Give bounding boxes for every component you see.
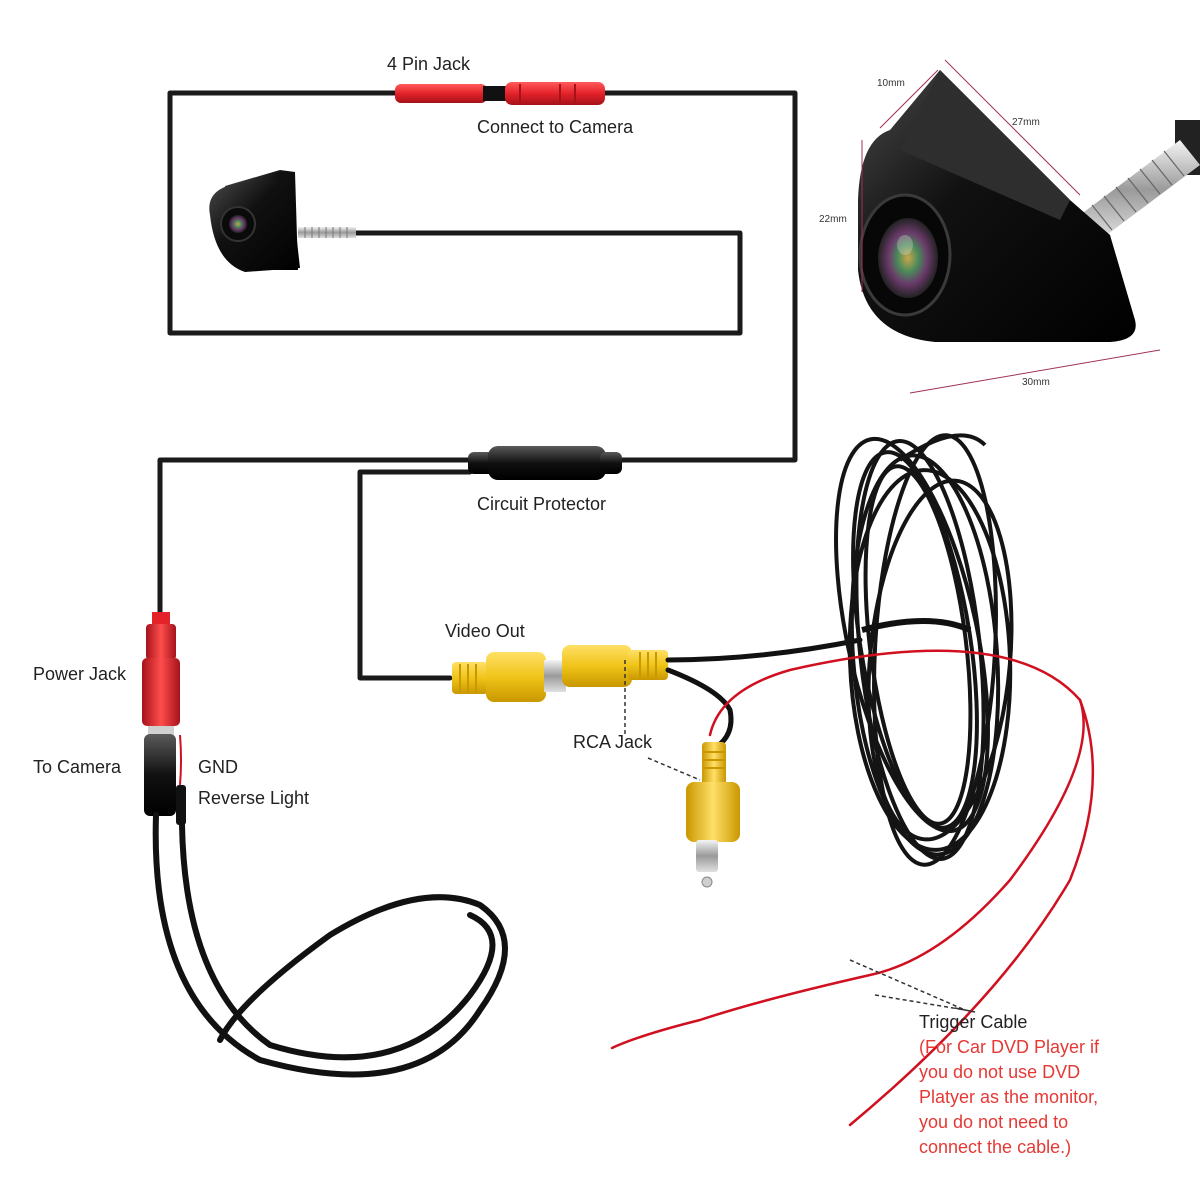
video-out-connector	[452, 645, 668, 702]
dimension-height: 22mm	[819, 214, 847, 225]
trigger-note-line: you do not need to	[919, 1112, 1069, 1132]
dimension-lines	[861, 59, 1161, 394]
trigger-note-line: connect the cable.)	[919, 1137, 1072, 1157]
large-camera-icon	[858, 70, 1200, 342]
cable-video-run	[357, 469, 473, 681]
label-video-out: Video Out	[445, 621, 525, 641]
label-reverse-light: Reverse Light	[198, 788, 310, 808]
label-circuit-protector: Circuit Protector	[477, 494, 607, 514]
cable-routing	[157, 90, 798, 681]
rca-output-cable	[665, 637, 863, 751]
coil-tie	[861, 618, 972, 633]
circuit-protector	[468, 446, 622, 480]
four-pin-jack-connector	[395, 82, 605, 105]
dimension-top-length: 27mm	[1012, 117, 1040, 128]
label-trigger-cable: Trigger Cable	[919, 1012, 1028, 1032]
trigger-pointer	[954, 1007, 976, 1013]
power-cable-loop	[152, 812, 508, 1078]
cable-top-loop	[167, 90, 743, 336]
cable-left-run	[157, 457, 473, 618]
small-camera-icon	[209, 170, 356, 272]
trigger-note: (For Car DVD Player if you do not use DV…	[919, 1035, 1179, 1160]
cable-right-run	[602, 90, 798, 463]
trigger-note-line: you do not use DVD	[919, 1062, 1081, 1082]
trigger-cable-wire	[610, 649, 1095, 1127]
trigger-note-line: (For Car DVD Player if	[919, 1037, 1100, 1057]
cable-coil	[834, 433, 1014, 867]
label-rca-jack: RCA Jack	[573, 732, 653, 752]
label-power-jack: Power Jack	[33, 664, 127, 684]
rca-jack-connector	[686, 742, 740, 888]
label-connect-to-camera: Connect to Camera	[477, 117, 634, 137]
label-to-camera: To Camera	[33, 757, 122, 777]
dimension-base-width: 30mm	[1022, 377, 1050, 388]
trigger-note-line: Platyer as the monitor,	[919, 1087, 1099, 1107]
label-four-pin-jack: 4 Pin Jack	[387, 54, 471, 74]
power-jack-connector	[142, 612, 186, 825]
label-gnd: GND	[198, 757, 238, 777]
leader-lines	[624, 660, 966, 1011]
dimension-top-depth: 10mm	[877, 78, 905, 89]
